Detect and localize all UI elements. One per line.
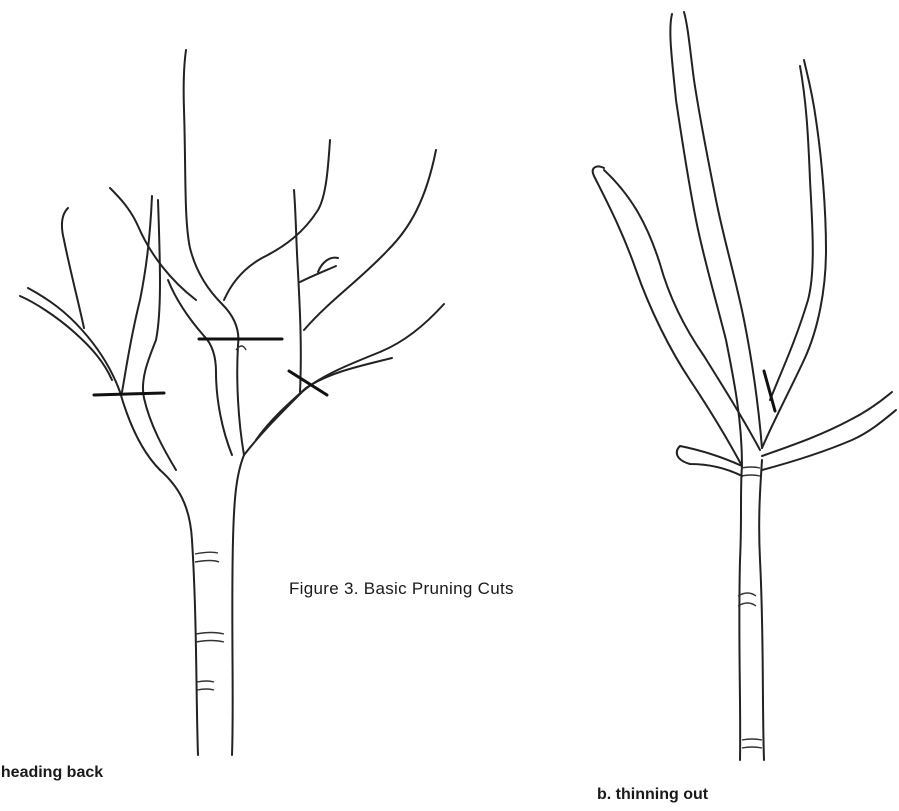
tree-a-centre-leader [184,50,330,455]
tree-b-right-leader [762,60,826,448]
tree-heading-back [20,50,444,755]
tree-b-left-leader [593,166,760,466]
tree-a-trunk-rings [195,552,224,690]
tree-a-cut-left [94,393,164,395]
panel-label-heading-back: . heading back [0,764,103,782]
figure-caption: Figure 3. Basic Pruning Cuts [289,579,514,599]
tree-a-left-scaffold [28,196,160,470]
tree-a-far-left-branch [20,208,112,380]
tree-b-left-stub [677,446,742,476]
tree-thinning-out [593,12,896,760]
panel-label-thinning-out: b. thinning out [597,786,708,804]
tree-b-centre-leader [670,12,762,466]
tree-b-trunk [739,460,764,760]
tree-a-right-branch [244,150,444,455]
tree-a-trunk [160,455,244,755]
tree-a-cut-right [289,371,327,395]
